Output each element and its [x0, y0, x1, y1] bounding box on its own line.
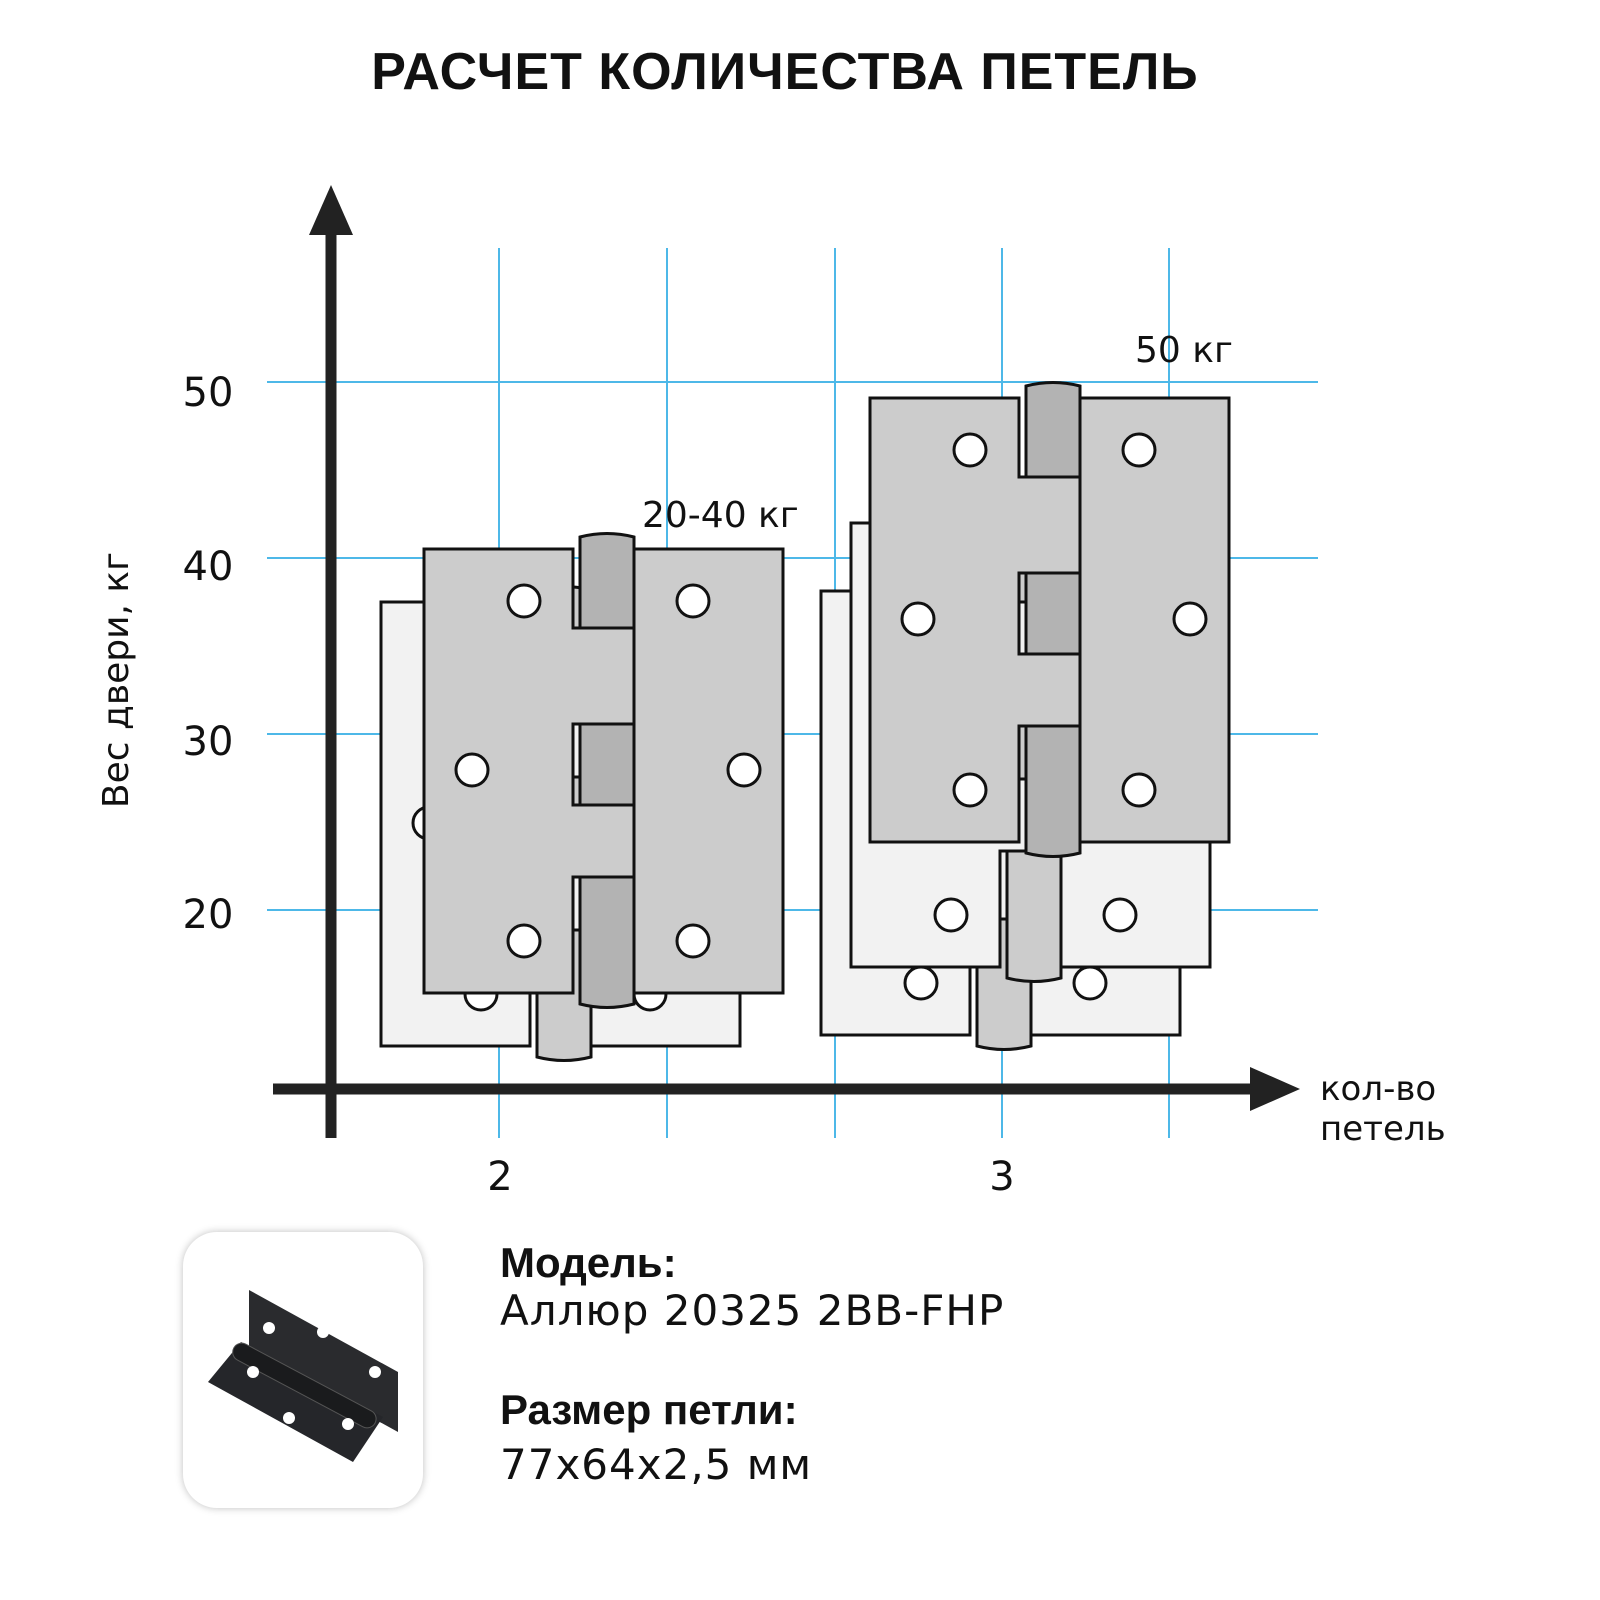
product-thumbnail — [183, 1232, 423, 1508]
screw-hole — [1102, 897, 1138, 933]
screw-hole — [726, 752, 762, 788]
size-label-text: Размер петли: — [500, 1386, 798, 1433]
screw-hole — [903, 965, 939, 1001]
hinge-illustrations — [379, 381, 1231, 1062]
data-label-3-hinges: 50 кг — [1135, 330, 1233, 371]
data-label-2-hinges: 20-40 кг — [642, 495, 799, 536]
screw-hole — [933, 897, 969, 933]
y-axis-label: Вес двери, кг — [96, 552, 137, 808]
screw-hole — [1121, 772, 1157, 808]
screw-hole — [1121, 432, 1157, 468]
page-title: РАСЧЕТ КОЛИЧЕСТВА ПЕТЕЛЬ — [371, 43, 1199, 101]
model-value-text: Аллюр 20325 2BB-FHP — [500, 1286, 1005, 1335]
hinge-count-chart: 50 40 30 20 2 3 Вес двери, кг кол-во пет… — [96, 185, 1446, 1200]
x-tick-2: 2 — [487, 1154, 512, 1200]
axes — [273, 185, 1300, 1138]
x-axis-arrow — [1250, 1067, 1300, 1111]
screw-hole — [454, 752, 490, 788]
model-value: Аллюр 20325 2BB-FHP — [500, 1286, 1004, 1335]
model-label-text: Модель: — [500, 1239, 677, 1286]
screw-hole — [952, 432, 988, 468]
y-tick-20: 20 — [183, 892, 234, 938]
screw-hole — [1072, 965, 1108, 1001]
screw-hole — [900, 601, 936, 637]
hinge-front-3 — [868, 381, 1231, 858]
size-value-text: 77x64x2,5 мм — [500, 1440, 813, 1489]
screw-hole — [506, 583, 542, 619]
screw-hole — [675, 583, 711, 619]
screw-hole — [675, 923, 711, 959]
y-axis-arrow — [309, 185, 353, 235]
x-axis-label-line1: кол-во — [1320, 1069, 1436, 1109]
x-tick-3: 3 — [989, 1154, 1014, 1200]
screw-hole — [506, 923, 542, 959]
y-tick-30: 30 — [183, 719, 234, 765]
hinge-front-2 — [422, 532, 785, 1009]
black-hinge-photo-icon — [208, 1290, 398, 1462]
model-label: Модель: — [500, 1238, 677, 1287]
size-label: Размер петли: — [500, 1385, 798, 1434]
screw-hole — [1172, 601, 1208, 637]
x-axis-label-line2: петель — [1320, 1109, 1446, 1149]
size-value: 77x64x2,5 мм — [500, 1440, 812, 1489]
y-tick-50: 50 — [183, 370, 234, 416]
screw-hole — [952, 772, 988, 808]
y-tick-40: 40 — [183, 544, 234, 590]
